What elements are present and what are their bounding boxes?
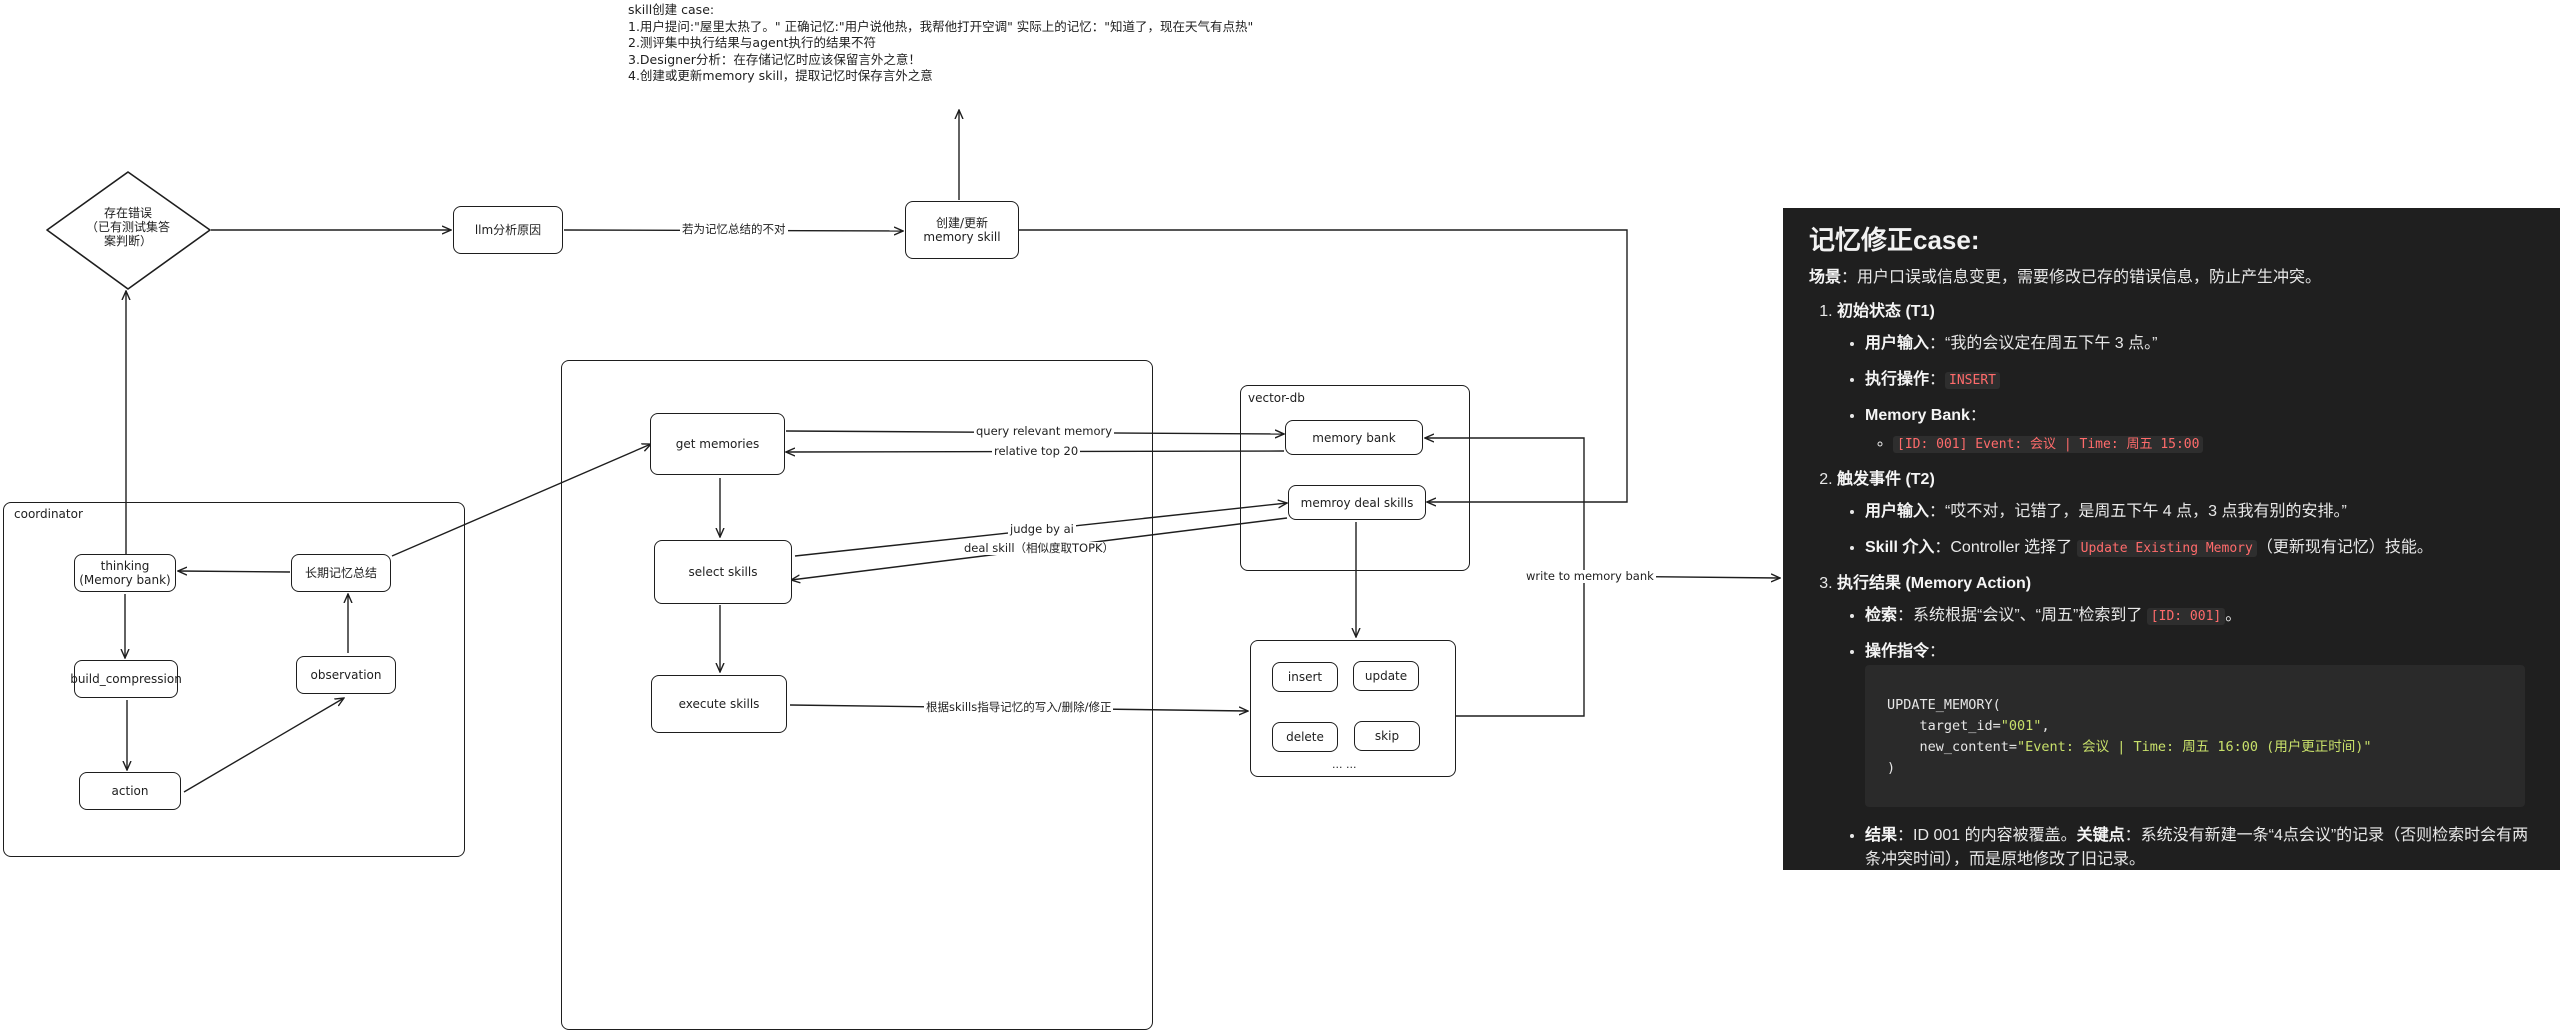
note-line: 1.用户提问:"屋里太热了。" 正确记忆:"用户说他热，我帮他打开空调" 实际上…: [628, 18, 1254, 34]
note-line: 2.测评集中执行结果与agent执行的结果不符: [628, 35, 877, 50]
vector-db-frame: [1240, 385, 1470, 571]
vector-db-frame-label: vector-db: [1248, 391, 1305, 405]
skip-op-node[interactable]: skip: [1354, 721, 1420, 751]
list-item: 用户输入：“哎不对，记错了，是周五下午 4 点，3 点我有别的安排。”: [1865, 497, 2536, 521]
item-label: Skill 介入: [1865, 539, 1935, 556]
step-initial: 初始状态 (T1) 用户输入：“我的会议定在周五下午 3 点。” 执行操作：IN…: [1837, 297, 2536, 453]
scene-text: ：用户口误或信息变更，需要修改已存的错误信息，防止产生冲突。: [1841, 269, 2322, 286]
error-diamond-shape: [46, 171, 211, 290]
code-line: ): [1887, 760, 1896, 776]
item-label: Memory Bank: [1865, 407, 1970, 424]
code-string: "001": [2000, 718, 2042, 734]
edge-label-write-bank: write to memory bank: [1524, 569, 1656, 583]
step-title: 触发事件 (T2): [1837, 471, 1935, 488]
code-block: UPDATE_MEMORY( target_id="001", new_cont…: [1865, 665, 2525, 807]
note-line: 3.Designer分析：在存储记忆时应该保留言外之意！: [628, 51, 921, 67]
inline-code: [ID: 001]: [2146, 608, 2226, 625]
item-label: 结果: [1865, 827, 1898, 844]
edge-label-top20: relative top 20: [992, 444, 1081, 458]
error-diamond-label[interactable]: 存在错误 （已有测试集答 案判断）: [85, 206, 170, 248]
item-label: 执行操作: [1865, 371, 1930, 388]
edge-label-deal-skill: deal skill（相似度取TOPK）: [962, 541, 1117, 555]
list-item: Memory Bank： [ID: 001] Event: 会议 | Time:…: [1865, 401, 2536, 453]
item-text: ：“哎不对，记错了，是周五下午 4 点，3 点我有别的安排。”: [1929, 503, 2347, 520]
edge-action-observation: [183, 698, 344, 793]
list-item: 结果：ID 001 的内容被覆盖。关键点：系统没有新建一条“4点会议”的记录（否…: [1865, 821, 2536, 869]
scene-line: 场景：用户口误或信息变更，需要修改已存的错误信息，防止产生冲突。: [1809, 263, 2536, 287]
code-line: target_id="001",: [1887, 716, 2503, 737]
code-line: UPDATE_MEMORY(: [1887, 697, 2001, 713]
edge-label-query: query relevant memory: [974, 424, 1115, 438]
delete-op-node[interactable]: delete: [1272, 722, 1338, 752]
memory-correction-panel: 记忆修正case: 场景：用户口误或信息变更，需要修改已存的错误信息，防止产生冲…: [1783, 208, 2560, 870]
item-text: （更新现有记忆）技能。: [2256, 539, 2433, 556]
list-item: 操作指令： UPDATE_MEMORY( target_id="001", ne…: [1865, 637, 2536, 807]
create-skill-node[interactable]: 创建/更新 memory skill: [905, 201, 1019, 259]
code-line: new_content="Event: 会议 | Time: 周五 16:00 …: [1887, 737, 2503, 758]
list-item: 执行操作：INSERT: [1865, 365, 2536, 389]
inline-code: INSERT: [1945, 372, 2000, 389]
item-text: ：系统没有新建一条“4点会议”的记录（否则检索时会有两条冲突时间），而是原地修改…: [1865, 827, 2529, 868]
step-title: 初始状态 (T1): [1837, 303, 1935, 320]
item-label: 用户输入: [1865, 335, 1930, 352]
memory-ops-frame: [1250, 640, 1456, 777]
item-text: ：“我的会议定在周五下午 3 点。”: [1929, 335, 2158, 352]
step-trigger: 触发事件 (T2) 用户输入：“哎不对，记错了，是周五下午 4 点，3 点我有别…: [1837, 465, 2536, 557]
select-skills-node[interactable]: select skills: [654, 540, 792, 604]
list-item: 检索：系统根据“会议”、“周五”检索到了 [ID: 001]。: [1865, 601, 2536, 625]
code-key: new_content=: [1887, 739, 2018, 755]
item-text: ：: [1929, 371, 1946, 388]
item-text: ：: [1969, 407, 1986, 424]
panel-title: 记忆修正case:: [1809, 225, 1980, 255]
skills-frame: [561, 360, 1153, 1030]
edge-create-dealskills: [1019, 229, 1628, 502]
observation-node[interactable]: observation: [296, 656, 396, 694]
step-title: 执行结果 (Memory Action): [1837, 575, 2032, 592]
more-ops-ellipsis: ... ...: [1332, 758, 1357, 771]
inline-code: Update Existing Memory: [2076, 540, 2257, 557]
item-text: ：ID 001 的内容被覆盖。: [1897, 827, 2077, 844]
llm-analyze-node[interactable]: llm分析原因: [453, 206, 563, 254]
skill-case-note: skill创建 case: 1.用户提问:"屋里太热了。" 正确记忆:"用户说他…: [628, 2, 1253, 85]
update-op-node[interactable]: update: [1353, 661, 1419, 691]
thinking-node[interactable]: thinking (Memory bank): [74, 554, 176, 592]
inline-code: [ID: 001] Event: 会议 | Time: 周五 15:00: [1893, 436, 2204, 453]
item-text: 。: [2225, 607, 2242, 624]
execute-skills-node[interactable]: execute skills: [651, 675, 787, 733]
item-label: 关键点: [2076, 827, 2125, 844]
item-text: ：Controller 选择了: [1934, 539, 2073, 556]
edge-summary-getmem: [391, 444, 651, 557]
item-text: ：: [1929, 643, 1946, 660]
list-item: 用户输入：“我的会议定在周五下午 3 点。”: [1865, 329, 2536, 353]
coordinator-frame: [3, 502, 465, 857]
code-string: "Event: 会议 | Time: 周五 16:00 (用户更正时间)": [2017, 739, 2372, 755]
edge-label-guide: 根据skills指导记忆的写入/删除/修正: [924, 700, 1114, 714]
item-text: ：系统根据“会议”、“周五”检索到了: [1897, 607, 2143, 624]
step-result: 执行结果 (Memory Action) 检索：系统根据“会议”、“周五”检索到…: [1837, 569, 2536, 869]
memory-deal-skills-node[interactable]: memroy deal skills: [1288, 485, 1426, 520]
note-line: skill创建 case:: [628, 2, 715, 17]
code-punct: ,: [2041, 718, 2050, 734]
case-steps: 初始状态 (T1) 用户输入：“我的会议定在周五下午 3 点。” 执行操作：IN…: [1809, 297, 2536, 869]
item-label: 操作指令: [1865, 643, 1930, 660]
item-label: 检索: [1865, 607, 1898, 624]
edge-label-if-wrong: 若为记忆总结的不对: [680, 222, 788, 236]
edge-label-judge: judge by ai: [1008, 522, 1076, 536]
action-node[interactable]: action: [79, 772, 181, 810]
list-item: Skill 介入：Controller 选择了 Update Existing …: [1865, 533, 2536, 557]
note-line: 4.创建或更新memory skill，提取记忆时保存言外之意: [628, 68, 933, 83]
long-term-summary-node[interactable]: 长期记忆总结: [291, 554, 391, 592]
list-item: [ID: 001] Event: 会议 | Time: 周五 15:00: [1893, 433, 2536, 453]
coordinator-frame-label: coordinator: [14, 507, 83, 521]
scene-label: 场景: [1809, 269, 1842, 286]
insert-op-node[interactable]: insert: [1272, 662, 1338, 692]
edge-summary-thinking: [178, 571, 291, 572]
memory-bank-node[interactable]: memory bank: [1285, 420, 1423, 455]
code-key: target_id=: [1887, 718, 2001, 734]
get-memories-node[interactable]: get memories: [650, 413, 785, 475]
build-compression-node[interactable]: build_compression: [70, 660, 182, 698]
item-label: 用户输入: [1865, 503, 1930, 520]
